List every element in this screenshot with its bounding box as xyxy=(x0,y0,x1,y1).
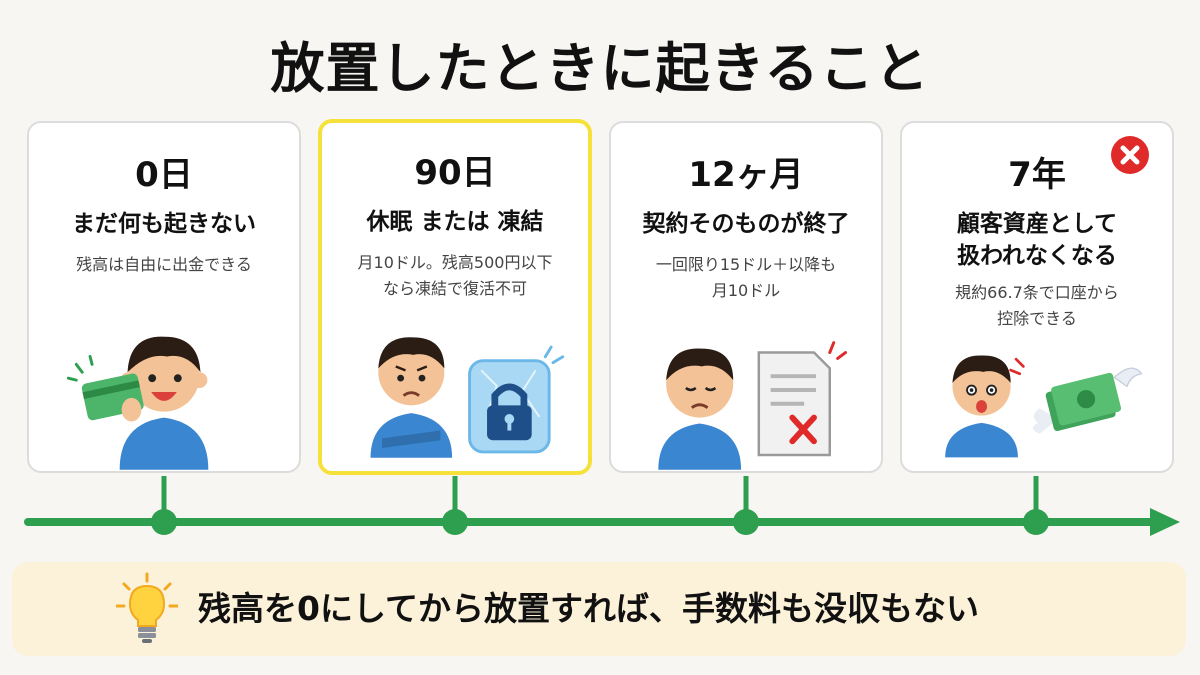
card-period: 0日 xyxy=(135,155,193,195)
card-period: 12ヶ月 xyxy=(688,155,804,195)
card-period: 90日 xyxy=(414,153,496,193)
timeline-marker-2 xyxy=(733,476,759,535)
timeline-card-12-months: 12ヶ月 契約そのものが終了 一回限り15ドル＋以降も 月10ドル xyxy=(609,121,883,473)
timeline-card-7-years: 7年 顧客資産として 扱われなくなる 規約66.7条で口座から 控除できる xyxy=(900,121,1174,473)
timeline-marker-3 xyxy=(1023,476,1049,535)
frozen-lock-icon xyxy=(468,345,565,454)
card-description: 月10ドル。残高500円以下 なら凍結で復活不可 xyxy=(357,253,553,298)
card-description: 残高は自由に出金できる xyxy=(76,255,252,274)
timeline-axis xyxy=(24,476,1180,536)
lightbulb-icon xyxy=(116,572,178,643)
card-period: 7年 xyxy=(1008,155,1066,195)
timeline-arrowhead xyxy=(1150,508,1180,536)
card-headline: 休眠 または 凍結 xyxy=(366,209,544,235)
card-headline: 契約そのものが終了 xyxy=(642,211,850,237)
shocked-boy-icon xyxy=(945,355,1143,458)
card-description: 規約66.7条で口座から 控除できる xyxy=(955,283,1119,328)
x-circle-icon xyxy=(1111,136,1149,174)
card-headline: 顧客資産として 扱われなくなる xyxy=(956,211,1118,269)
card-headline: まだ何も起きない xyxy=(72,211,256,237)
tip-banner: 残高を0にしてから放置すれば、手数料も没収もない xyxy=(12,562,1186,656)
happy-boy-icon xyxy=(66,336,209,470)
page-title: 放置したときに起きること xyxy=(270,37,930,100)
worried-boy-icon xyxy=(370,337,565,458)
sad-boy-icon xyxy=(658,341,848,470)
flying-money-icon xyxy=(1032,367,1143,434)
tip-message: 残高を0にしてから放置すれば、手数料も没収もない xyxy=(198,589,979,628)
timeline-card-0-days: 0日 まだ何も起きない 残高は自由に出金できる xyxy=(27,121,301,473)
card-description: 一回限り15ドル＋以降も 月10ドル xyxy=(655,255,837,300)
timeline-card-90-days: 90日 休眠 または 凍結 月10ドル。残高500円以下 なら凍結で復活不可 xyxy=(318,119,592,475)
cancelled-document-icon xyxy=(757,341,848,457)
timeline-marker-0 xyxy=(151,476,177,535)
timeline-marker-1 xyxy=(442,476,468,535)
